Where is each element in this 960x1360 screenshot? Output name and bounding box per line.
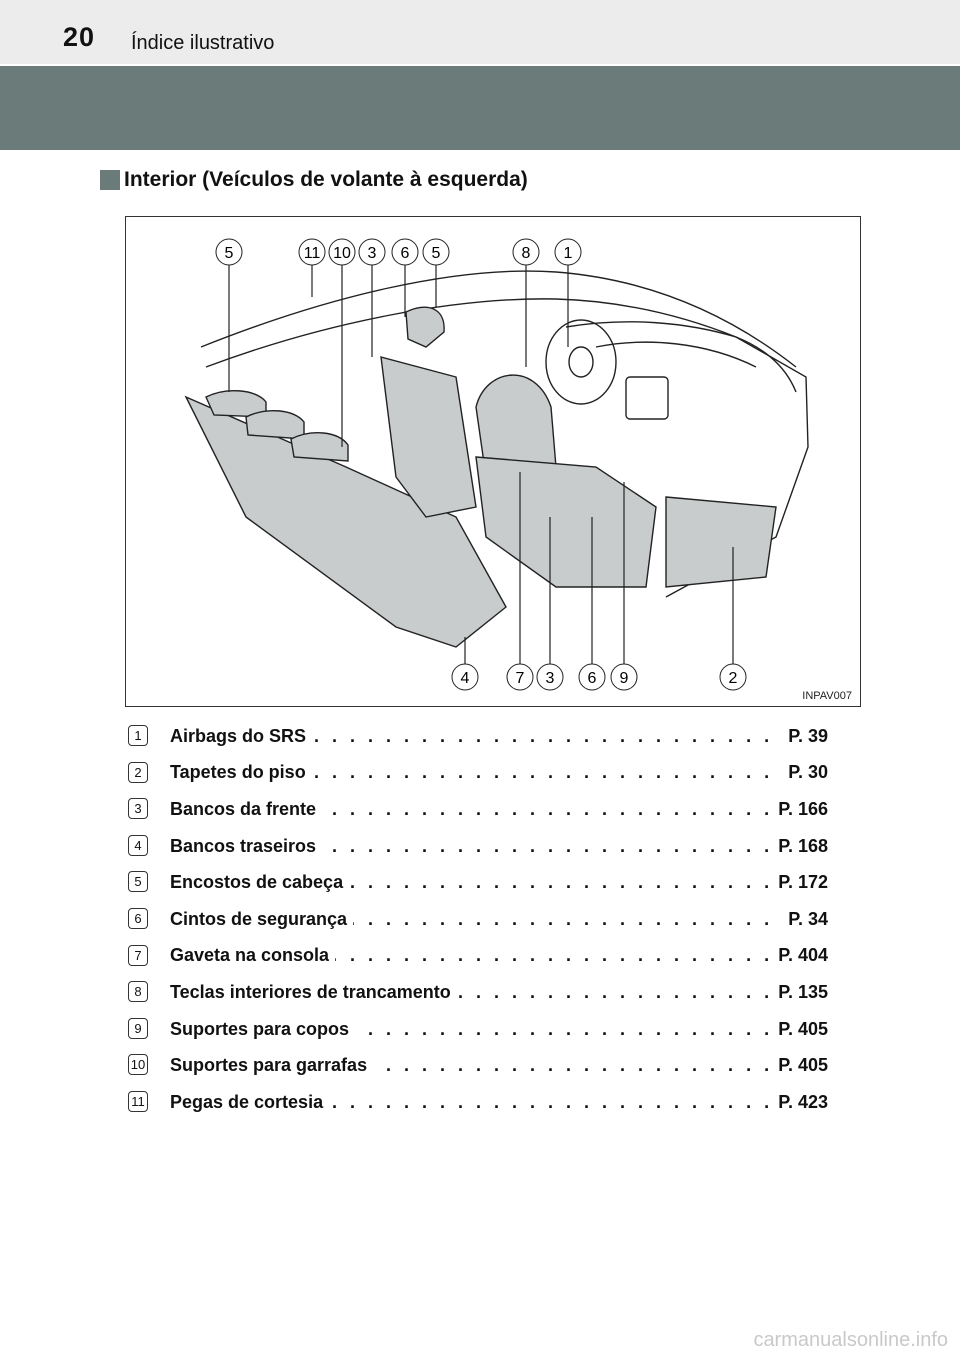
item-number-badge: 1 [128, 725, 148, 746]
callout-label: 11 [304, 245, 321, 262]
item-number-badge: 10 [128, 1054, 148, 1076]
item-number-badge: 6 [128, 907, 148, 929]
legend-list: 1 . . . . . . . . . . . . . . . . . . . .… [128, 718, 828, 1121]
legend-item: 2 . . . . . . . . . . . . . . . . . . . .… [128, 755, 828, 792]
callout-label: 4 [461, 670, 470, 687]
car-interior-drawing: 5 11 10 3 6 5 8 1 4 7 3 6 9 2 [184, 238, 809, 691]
header-bar: 20 Índice ilustrativo [0, 0, 960, 64]
item-page-ref: P. 135 [772, 981, 828, 1003]
legend-item: 9. . . . . . . . . . . . . . . . . . . .… [128, 1011, 828, 1048]
callout-label: 1 [564, 245, 573, 262]
dot-leader: . . . . . . . . . . . . . . . . . . . . … [170, 798, 828, 819]
callout-11-top: 11 [298, 238, 326, 266]
item-page-ref: P. 168 [772, 835, 828, 857]
callout-label: 2 [729, 670, 738, 687]
dot-leader: . . . . . . . . . . . . . . . . . . . . … [170, 1091, 828, 1112]
item-label: Encostos de cabeça [170, 872, 350, 894]
callout-label: 5 [225, 245, 234, 262]
section-title: Interior (Veículos de volante à esquerda… [100, 168, 528, 192]
callout-7-bottom: 7 [506, 663, 534, 691]
callout-3-top: 3 [358, 238, 386, 266]
dot-leader: . . . . . . . . . . . . . . . . . . . . … [170, 725, 828, 746]
item-number-badge: 11 [128, 1090, 148, 1112]
item-page-ref: P. 405 [772, 1055, 828, 1077]
callout-1-top: 1 [554, 238, 582, 266]
dot-leader: . . . . . . . . . . . . . . . . . . . . … [170, 762, 828, 783]
item-page-ref: P. 405 [772, 1018, 828, 1040]
item-label: Teclas interiores de trancamento [170, 981, 457, 1003]
callout-label: 5 [432, 245, 441, 262]
item-label: Gaveta na consola [170, 945, 336, 967]
legend-item: 10. . . . . . . . . . . . . . . . . . . … [128, 1047, 828, 1084]
callout-5-top-right: 5 [422, 238, 450, 266]
callout-label: 7 [516, 670, 525, 687]
watermark: carmanualsonline.info [753, 1329, 948, 1351]
item-label: Cintos de segurança [170, 908, 354, 930]
page-number: 20 [63, 22, 96, 52]
callout-label: 9 [620, 670, 629, 687]
item-number-badge: 3 [128, 798, 148, 820]
callout-4-bottom: 4 [451, 663, 479, 691]
callout-6-top: 6 [391, 238, 419, 266]
callout-9-bottom: 9 [610, 663, 638, 691]
callout-6-bottom: 6 [578, 663, 606, 691]
callout-2-bottom: 2 [719, 663, 747, 691]
item-page-ref: P. 404 [772, 945, 828, 967]
callout-label: 3 [368, 245, 377, 262]
callout-label: 6 [401, 245, 410, 262]
item-page-ref: P. 30 [782, 762, 828, 784]
interior-illustration: 5 11 10 3 6 5 8 1 4 7 3 6 9 2 INPAV007 [125, 216, 861, 707]
item-label: Bancos traseiros [170, 835, 323, 857]
callout-8-top: 8 [512, 238, 540, 266]
item-page-ref: P. 34 [782, 908, 828, 930]
item-number-badge: 7 [128, 944, 148, 966]
section-title-text: Interior (Veículos de volante à esquerda… [124, 168, 528, 191]
section-square-icon [100, 170, 120, 190]
callout-5-top-left: 5 [215, 238, 243, 266]
callout-10-top: 10 [328, 238, 356, 266]
item-number-badge: 5 [128, 871, 148, 893]
item-number-badge: 9 [128, 1017, 148, 1039]
callout-label: 8 [522, 245, 531, 262]
legend-item: 11 . . . . . . . . . . . . . . . . . . . … [128, 1084, 828, 1121]
item-label: Tapetes do piso [170, 762, 312, 784]
header-band [0, 66, 960, 150]
callout-label: 3 [546, 670, 555, 687]
item-number-badge: 2 [128, 761, 148, 783]
item-page-ref: P. 423 [772, 1091, 828, 1113]
item-page-ref: P. 39 [782, 725, 828, 747]
item-page-ref: P. 166 [772, 798, 828, 820]
figure-code: INPAV007 [802, 690, 852, 702]
callout-label: 10 [333, 245, 351, 262]
legend-item: 8. . . . . . . . . . . . . . . . . . . .… [128, 974, 828, 1011]
page-header-title: Índice ilustrativo [131, 32, 275, 54]
legend-item: 6. . . . . . . . . . . . . . . . . . . .… [128, 901, 828, 938]
legend-item: 5. . . . . . . . . . . . . . . . . . . .… [128, 864, 828, 901]
item-label: Bancos da frente [170, 798, 323, 820]
item-label: Suportes para copos [170, 1018, 356, 1040]
item-page-ref: P. 172 [772, 872, 828, 894]
legend-item: 4 . . . . . . . . . . . . . . . . . . . .… [128, 828, 828, 865]
item-number-badge: 4 [128, 834, 148, 856]
item-label: Pegas de cortesia [170, 1091, 330, 1113]
item-label: Airbags do SRS [170, 725, 313, 747]
dot-leader: . . . . . . . . . . . . . . . . . . . . … [170, 835, 828, 856]
callout-label: 6 [588, 670, 597, 687]
legend-item: 1 . . . . . . . . . . . . . . . . . . . .… [128, 718, 828, 755]
legend-item: 3 . . . . . . . . . . . . . . . . . . . .… [128, 791, 828, 828]
item-label: Suportes para garrafas [170, 1055, 374, 1077]
item-number-badge: 8 [128, 981, 148, 1003]
legend-item: 7. . . . . . . . . . . . . . . . . . . .… [128, 938, 828, 975]
callout-3-bottom: 3 [536, 663, 564, 691]
